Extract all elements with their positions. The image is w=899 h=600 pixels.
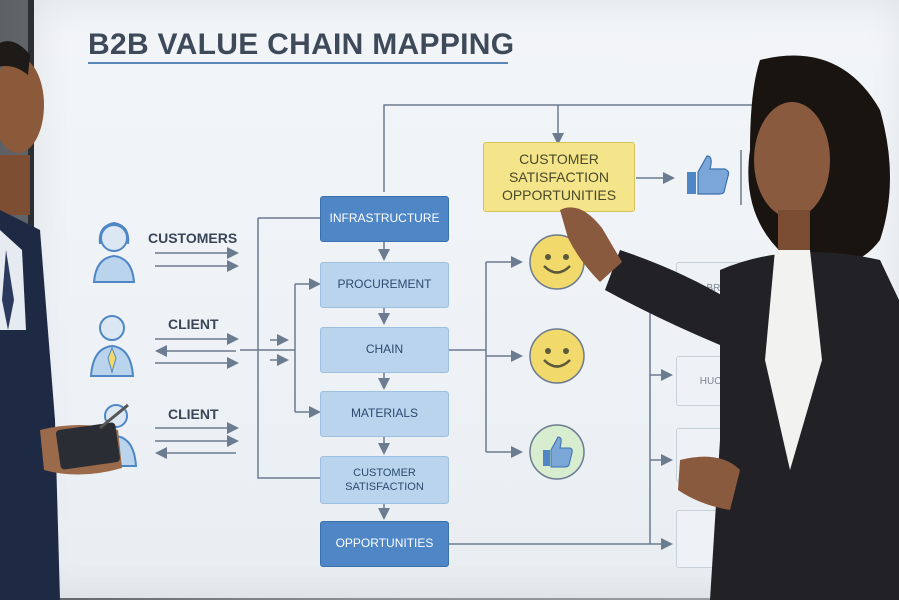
presenter-man — [0, 41, 129, 600]
thumbs-up-icon — [687, 155, 730, 195]
customers-label: CUSTOMERS — [148, 230, 238, 246]
client-label-1: CLIENT — [168, 316, 219, 332]
slide-title: B2B VALUE CHAIN MAPPING — [88, 28, 515, 61]
chain-box-materials: MATERIALS — [320, 391, 449, 437]
title-underline — [88, 62, 508, 64]
chain-box-infrastructure: INFRASTRUCTURE — [320, 196, 449, 242]
thumbs-up-icon — [529, 424, 585, 480]
presenter-woman — [560, 55, 899, 600]
chain-box-chain: CHAIN — [320, 327, 449, 373]
chain-box-opportunities: OPPORTUNITIES — [320, 521, 449, 567]
callout-customer-satisfaction-opportunities: CUSTOMER SATISFACTION OPPORTUNITIES — [483, 142, 635, 212]
chain-box-customer-satisfaction: CUSTOMER SATISFACTION — [320, 456, 449, 504]
chain-box-procurement: PROCUREMENT — [320, 262, 449, 308]
client-avatar-icon — [89, 315, 135, 377]
customer-avatar-icon — [92, 221, 136, 283]
client-label-2: CLIENT — [168, 406, 219, 422]
smiley-icon — [529, 328, 585, 384]
